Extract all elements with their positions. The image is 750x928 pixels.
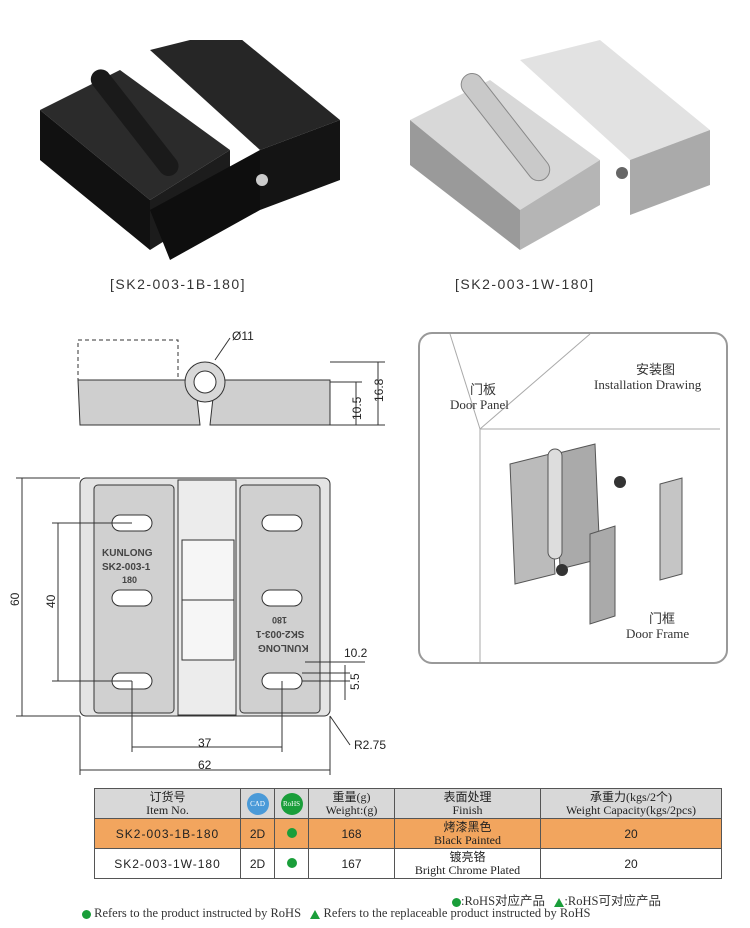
legend-dot-en: Refers to the product instructed by RoHS <box>94 906 302 920</box>
dim-width: 62 <box>198 758 212 772</box>
row-capacity: 20 <box>540 818 722 849</box>
header-finish-cn: 表面处理 <box>443 789 492 804</box>
marking-angle-rotated: 180 <box>272 615 288 625</box>
row-weight: 168 <box>308 818 395 849</box>
legend-tri-en: Refers to the replaceable product instru… <box>323 906 591 920</box>
black-hinge-photo <box>40 40 340 260</box>
rohs-dot-icon <box>452 897 461 907</box>
side-view <box>77 339 331 426</box>
dim-diameter: Ø11 <box>232 329 254 343</box>
marking-angle: 180 <box>122 575 138 585</box>
row-item: SK2-003-1W-180 <box>94 848 241 879</box>
row-cad: 2D <box>240 818 275 849</box>
dim-radius: R2.75 <box>354 738 387 752</box>
header-weight-en: Weight:(g) <box>325 802 378 817</box>
rohs-triangle-icon <box>554 897 565 907</box>
marking-brand-rotated: KUNLONG <box>258 642 309 653</box>
chrome-hinge-photo <box>410 40 710 250</box>
product-code-black: [SK2-003-1B-180] <box>110 276 247 292</box>
door-frame-en: Door Frame <box>626 626 690 641</box>
technical-drawing <box>16 337 385 775</box>
header-capacity-en: Weight Capacity(kgs/2pcs) <box>565 802 696 817</box>
marking-model-rotated: SK2-003-1 <box>256 628 305 639</box>
header-item-cn: 订货号 <box>149 789 186 804</box>
legend-dot-cn: :RoHS对应产品 <box>461 894 546 908</box>
row-finish-cn: 镀亮铬 <box>449 849 486 864</box>
installation-title-cn: 安装图 <box>636 362 676 377</box>
legend-tri-cn: :RoHS可对应产品 <box>564 894 661 908</box>
header-capacity-cn: 承重力(kgs/2个) <box>590 789 672 804</box>
cad-icon: CAD <box>246 792 269 815</box>
installation-title-en: Installation Drawing <box>594 377 702 392</box>
legend-en: Refers to the product instructed by RoHS… <box>82 906 590 921</box>
row-finish-en: Black Painted <box>434 832 501 847</box>
row-finish-en: Bright Chrome Plated <box>414 862 521 877</box>
dim-total-height: 16.8 <box>372 378 386 402</box>
rohs-dot-icon <box>286 857 297 868</box>
dim-height: 60 <box>8 592 22 606</box>
row-capacity: 20 <box>540 848 722 879</box>
marking-model: SK2-003-1 <box>102 562 151 573</box>
door-panel-cn: 门板 <box>470 382 497 397</box>
rohs-icon: RoHS <box>280 792 303 815</box>
rohs-dot-icon <box>82 909 91 919</box>
row-item: SK2-003-1B-180 <box>94 818 241 849</box>
installation-drawing-box: 安装图 Installation Drawing 门板 Door Panel 门… <box>418 332 728 664</box>
marking-brand: KUNLONG <box>102 548 153 559</box>
header-item-en: Item No. <box>146 802 189 817</box>
product-code-chrome: [SK2-003-1W-180] <box>455 276 595 292</box>
rohs-dot-icon <box>286 827 297 838</box>
rohs-triangle-icon <box>310 909 321 919</box>
header-weight-cn: 重量(g) <box>332 789 371 804</box>
row-weight: 167 <box>308 848 395 879</box>
dim-hole-width: 10.2 <box>344 646 368 660</box>
door-frame-cn: 门框 <box>649 611 676 626</box>
dim-hole-span-h: 37 <box>198 736 212 750</box>
dim-hole-height: 5.5 <box>348 673 362 690</box>
row-cad: 2D <box>240 848 275 879</box>
door-panel-en: Door Panel <box>450 397 509 412</box>
row-finish-cn: 烤漆黑色 <box>443 819 492 834</box>
installation-illustration <box>449 334 720 662</box>
legend-cn: :RoHS对应产品 :RoHS可对应产品 <box>452 890 661 909</box>
dim-hole-span-v: 40 <box>44 594 58 608</box>
dim-plate-height: 10.5 <box>350 396 364 420</box>
header-finish-en: Finish <box>452 802 483 817</box>
